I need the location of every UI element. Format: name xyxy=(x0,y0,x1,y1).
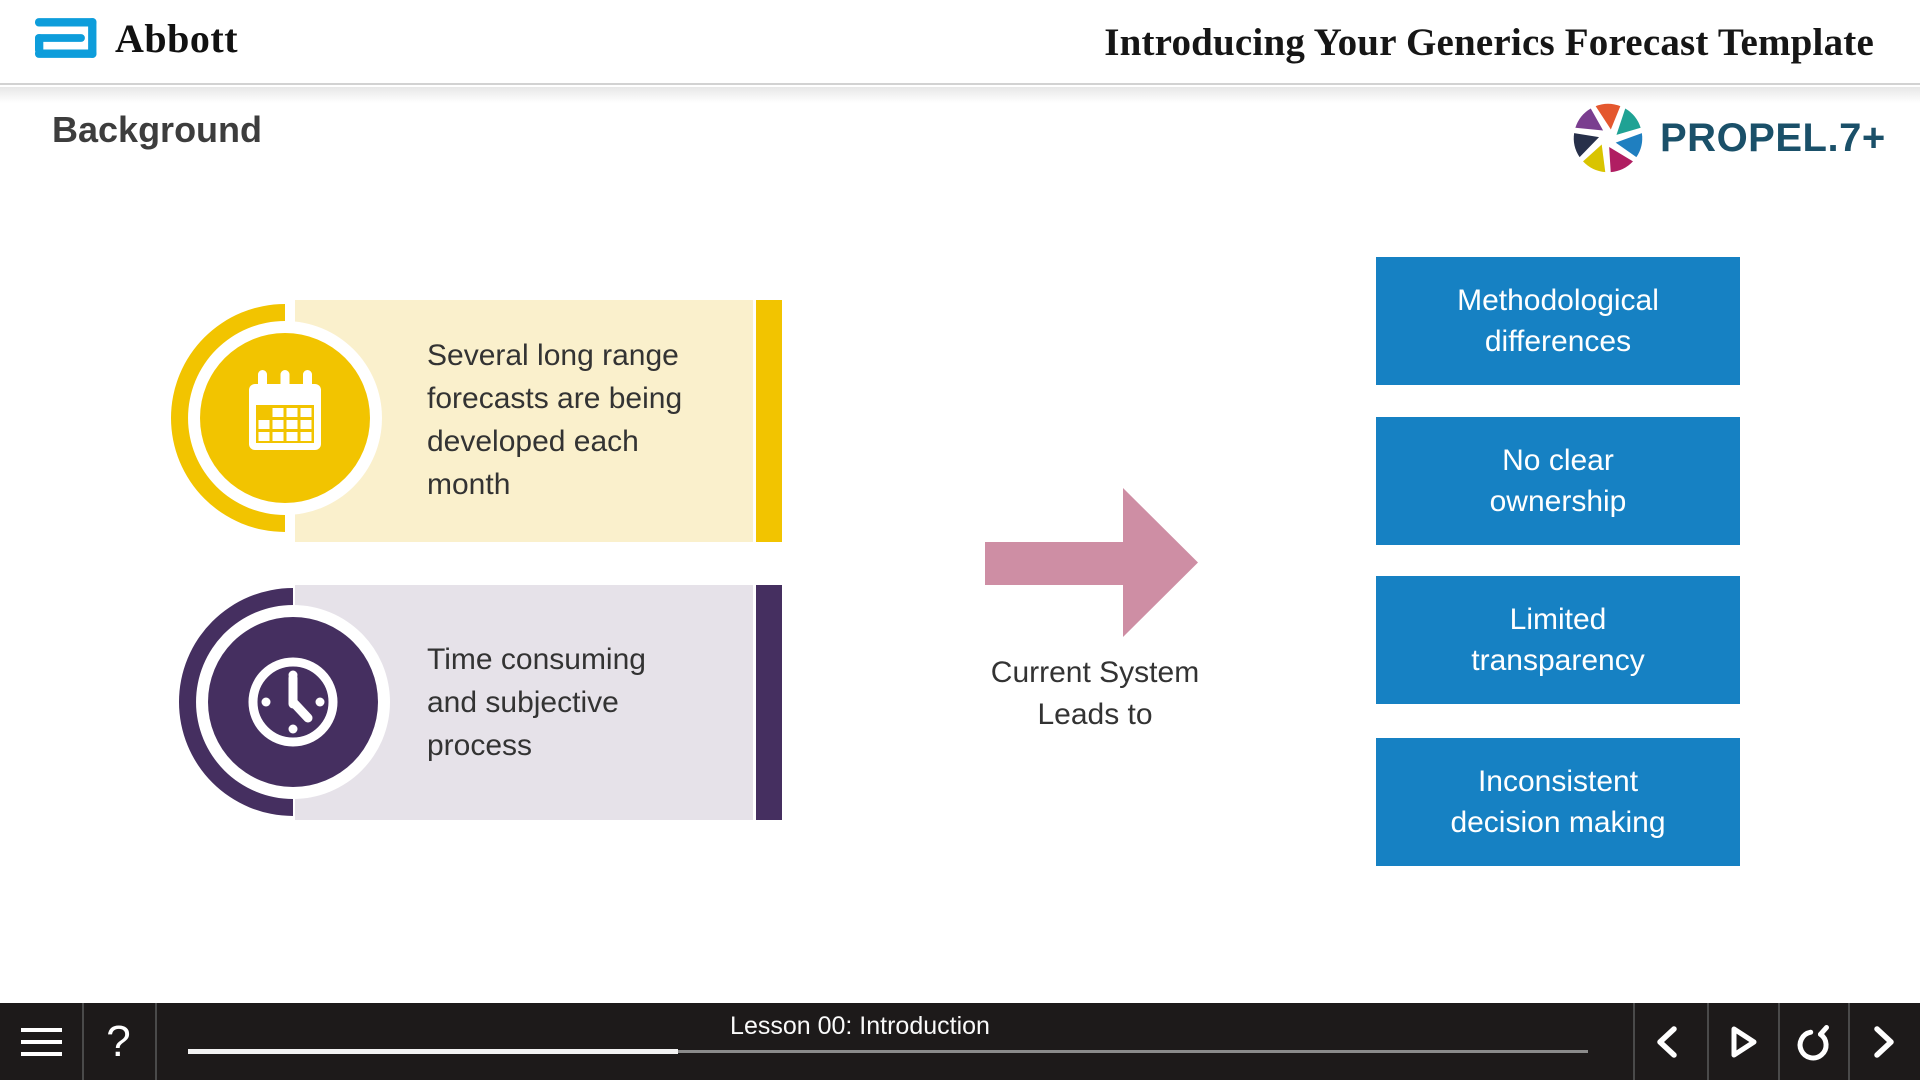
abbott-a-icon xyxy=(35,18,97,58)
outcome-box-decision: Inconsistent decision making xyxy=(1376,738,1740,866)
slide-top-shadow xyxy=(0,87,1920,103)
seekbar[interactable] xyxy=(188,1049,1588,1054)
play-icon xyxy=(1731,1026,1756,1057)
hamburger-icon xyxy=(20,1027,62,1032)
player-divider xyxy=(1848,1003,1850,1080)
lesson-title: Lesson 00: Introduction xyxy=(730,1012,990,1040)
player-bar: ? Lesson 00: Introduction xyxy=(0,1003,1920,1080)
player-divider xyxy=(155,1003,157,1080)
card-process-text: Time consuming and subjective process xyxy=(427,643,646,762)
previous-button[interactable] xyxy=(1633,1003,1707,1080)
clock-icon xyxy=(179,588,390,816)
arrow-caption: Current System Leads to xyxy=(990,656,1200,731)
outcome-box-ownership: No clear ownership xyxy=(1376,417,1740,545)
menu-button[interactable] xyxy=(0,1003,82,1080)
propel-aperture-icon xyxy=(1573,103,1643,173)
slide-heading: Background xyxy=(52,109,263,150)
calendar-icon xyxy=(171,304,382,532)
help-button[interactable]: ? xyxy=(82,1003,155,1080)
replay-button[interactable] xyxy=(1778,1003,1848,1080)
player-divider xyxy=(1707,1003,1709,1080)
player-divider xyxy=(1778,1003,1780,1080)
brand-name: Abbott xyxy=(115,15,239,61)
propel-logo-text: PROPEL.7+ xyxy=(1660,115,1886,160)
propel-logo: PROPEL.7+ xyxy=(1570,100,1886,176)
player-divider xyxy=(82,1003,84,1080)
replay-icon xyxy=(1797,1024,1829,1060)
outcome-box-methodological: Methodological differences xyxy=(1376,257,1740,385)
chevron-left-icon xyxy=(1657,1025,1677,1058)
header: Abbott Introducing Your Generics Forecas… xyxy=(0,0,1920,85)
card-process-accent-bar xyxy=(756,585,782,820)
seekbar-progress xyxy=(188,1049,678,1054)
slide-area: Background PROPEL.7+ xyxy=(0,87,1920,1003)
arrow-right-icon xyxy=(985,488,1198,637)
outcome-box-transparency: Limited transparency xyxy=(1376,576,1740,704)
course-title: Introducing Your Generics Forecast Templ… xyxy=(1104,21,1874,64)
player-divider xyxy=(1633,1003,1635,1080)
play-button[interactable] xyxy=(1707,1003,1778,1080)
card-forecasts-text: Several long range forecasts are being d… xyxy=(427,339,683,501)
chevron-right-icon xyxy=(1874,1025,1894,1058)
card-forecasts-accent-bar xyxy=(756,300,782,542)
next-button[interactable] xyxy=(1848,1003,1920,1080)
abbott-logo: Abbott xyxy=(35,14,238,62)
